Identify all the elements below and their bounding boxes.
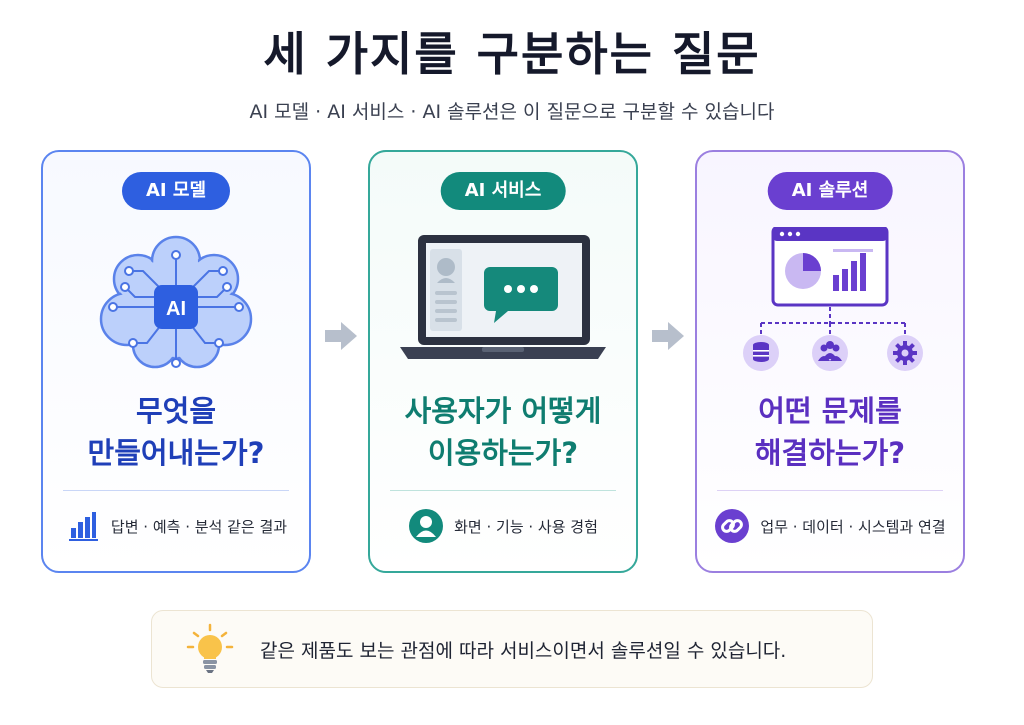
question-line-2: 이용하는가? — [427, 436, 579, 470]
arrow-right-icon — [652, 322, 684, 350]
card-divider — [390, 490, 616, 491]
lightbulb-icon — [186, 623, 234, 673]
card-ai-solution: AI 솔루션 — [695, 150, 965, 573]
card-label-ai-model: AI 모델 — [121, 172, 231, 210]
question-line-2: 해결하는가? — [754, 436, 906, 470]
brain-chip-icon: AI — [99, 235, 253, 369]
tip-box: 같은 제품도 보는 관점에 따라 서비스이면서 솔루션일 수 있습니다. — [151, 610, 873, 688]
card-footer-ai-service: 화면 · 기능 · 사용 경험 — [370, 506, 636, 546]
card-footer-text: 답변 · 예측 · 분석 같은 결과 — [110, 517, 288, 536]
link-icon — [715, 509, 750, 543]
bar-chart-icon — [68, 512, 98, 541]
question-line-1: 사용자가 어떻게 — [404, 394, 602, 428]
card-footer-text: 화면 · 기능 · 사용 경험 — [454, 517, 598, 536]
card-ai-model: AI 모델 — [41, 150, 311, 573]
card-ai-service: AI 서비스 사용자가 어떻게 이용하는가? 화면 · 기능 · 사용 경험 — [368, 150, 638, 573]
page-subtitle: AI 모델 · AI 서비스 · AI 솔루션은 이 질문으로 구분할 수 있습… — [249, 101, 775, 123]
page-title: 세 가지를 구분하는 질문 — [263, 27, 761, 81]
question-line-1: 어떤 문제를 — [758, 394, 902, 428]
dashboard-network-icon — [743, 227, 923, 371]
card-question-ai-service: 사용자가 어떻게 이용하는가? — [370, 390, 636, 474]
tip-text: 같은 제품도 보는 관점에 따라 서비스이면서 솔루션일 수 있습니다. — [260, 639, 787, 662]
card-label-ai-service: AI 서비스 — [440, 172, 566, 210]
user-icon — [409, 509, 444, 543]
arrow-right-icon — [325, 322, 357, 350]
laptop-chat-icon — [400, 235, 606, 359]
card-footer-text: 업무 · 데이터 · 시스템과 연결 — [760, 517, 946, 536]
card-divider — [717, 490, 943, 491]
card-label-ai-solution: AI 솔루션 — [767, 172, 893, 210]
card-footer-ai-model: 답변 · 예측 · 분석 같은 결과 — [43, 506, 309, 546]
card-footer-ai-solution: 업무 · 데이터 · 시스템과 연결 — [697, 506, 963, 546]
chip-label: AI — [166, 298, 186, 320]
card-question-ai-model: 무엇을 만들어내는가? — [43, 390, 309, 474]
question-line-1: 무엇을 — [135, 394, 217, 428]
card-question-ai-solution: 어떤 문제를 해결하는가? — [697, 390, 963, 474]
question-line-2: 만들어내는가? — [87, 436, 265, 470]
card-divider — [63, 490, 289, 491]
